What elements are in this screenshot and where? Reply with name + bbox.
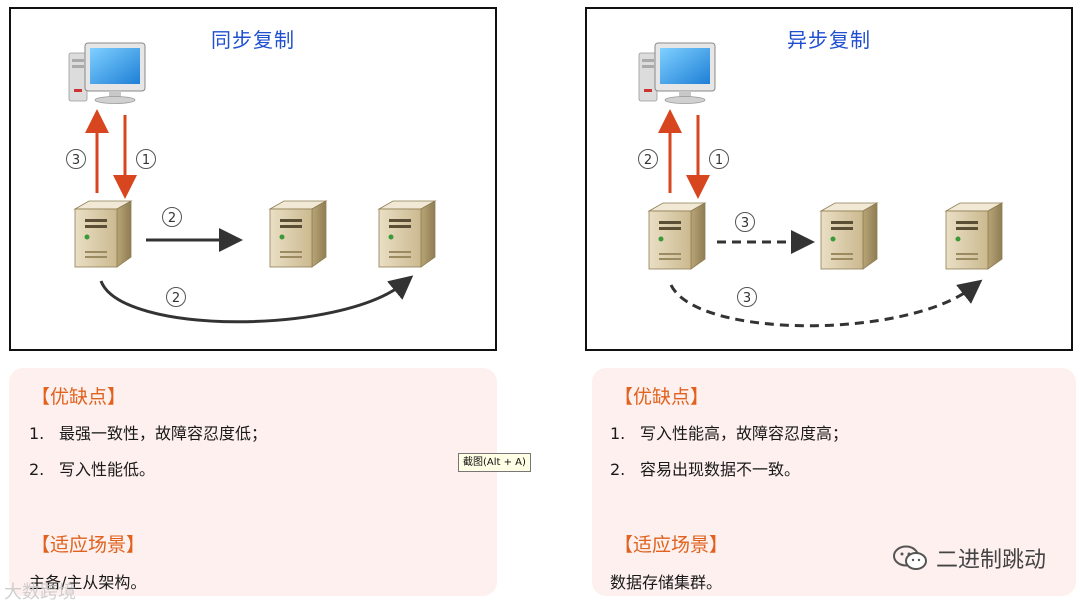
scenario-heading: 【适应场景】 [614,534,729,556]
step-circle [737,287,757,307]
step-circle [162,207,182,227]
down-step-label: 1 [715,153,723,168]
curve-step-label: 3 [743,291,751,306]
step-circle [136,149,156,169]
replica-server-icon [269,200,327,268]
scenario-text: 数据存储集群。 [610,573,723,592]
direct-step-label: 3 [741,216,749,231]
async-replication-panel: 异步复制 2 1 3 3 [585,7,1073,351]
curved-arrow [99,275,414,324]
down-step-label: 1 [142,153,150,168]
primary-server-icon [648,202,706,270]
sync-diagram: 3 1 2 2 [66,42,436,324]
watermark-secondary: 大数跨境 [4,582,76,603]
list-item: 2. 写入性能低。 [29,456,155,480]
pros-cons-heading: 【优缺点】 [31,386,127,408]
pros-cons-heading: 【优缺点】 [614,386,710,408]
list-item: 1. 最强一致性，故障容忍度低； [29,420,267,444]
item-text: 写入性能低。 [59,460,156,479]
step-circle [66,149,86,169]
step-circle [166,287,186,307]
primary-server-icon [74,200,132,268]
scenario-heading: 【适应场景】 [31,534,146,556]
sync-title: 同步复制 [211,28,295,52]
replica-server-icon [378,200,436,268]
scenario-text: 主备/主从架构。 [29,573,147,592]
replica-server-icon [820,202,878,270]
dashed-curved-arrow [669,279,983,328]
sync-replication-panel: 同步复制 3 1 2 2 [9,7,497,351]
list-item: 2. 容易出现数据不一致。 [610,456,800,480]
watermark: 二进制跳动 [892,542,1046,574]
step-circle [709,149,729,169]
item-number: 1. [29,424,45,443]
step-circle [638,149,658,169]
async-diagram: 2 1 3 3 [638,42,1003,328]
direct-step-label: 2 [168,211,176,226]
up-step-label: 2 [644,153,652,168]
item-number: 2. [610,460,626,479]
sync-notes-card: 【优缺点】 1. 最强一致性，故障容忍度低； 2. 写入性能低。 【适应场景】 主备… [9,368,497,596]
client-pc-icon [68,42,146,104]
watermark-text: 二进制跳动 [935,548,1046,573]
item-number: 1. [610,424,626,443]
curve-step-label: 2 [172,291,180,306]
up-step-label: 3 [72,153,80,168]
client-pc-icon [638,42,716,104]
replica-server-icon [945,202,1003,270]
item-text: 最强一致性，故障容忍度低； [59,424,268,443]
wechat-icon [892,545,927,570]
step-circle [735,212,755,232]
item-text: 容易出现数据不一致。 [640,460,801,479]
screenshot-tooltip: 截图(Alt + A) [458,453,531,472]
list-item: 1. 写入性能高，故障容忍度高； [610,420,848,444]
item-text: 写入性能高，故障容忍度高； [640,424,849,443]
item-number: 2. [29,460,45,479]
async-notes-card: 【优缺点】 1. 写入性能高，故障容忍度高； 2. 容易出现数据不一致。 【适应场景… [592,368,1076,596]
async-title: 异步复制 [787,28,871,52]
